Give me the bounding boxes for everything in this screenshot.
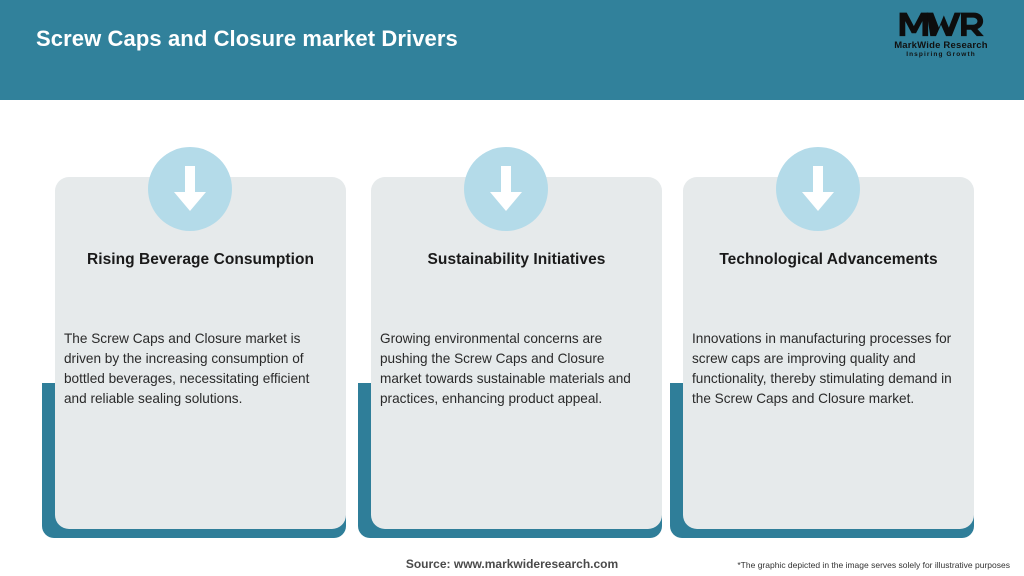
arrow-down-icon <box>802 166 834 211</box>
driver-card-body: Growing environmental concerns are pushi… <box>380 331 631 406</box>
driver-card-group: Technological Advancements Innovations i… <box>670 147 974 547</box>
brand-logo: MarkWide Research Inspiring Growth <box>880 9 1002 65</box>
driver-card-title: Sustainability Initiatives <box>427 251 606 268</box>
driver-card[interactable] <box>55 177 346 529</box>
driver-card-title: Technological Advancements <box>719 251 938 268</box>
page-title: Screw Caps and Closure market Drivers <box>36 26 458 51</box>
logo-tagline: Inspiring Growth <box>906 51 976 58</box>
driver-icon-circle <box>464 147 548 231</box>
header-bar: Screw Caps and Closure market Drivers Ma… <box>0 0 1024 100</box>
footer-disclaimer-text: *The graphic depicted in the image serve… <box>737 560 1010 570</box>
mwr-logo-icon <box>899 12 984 37</box>
driver-card[interactable] <box>683 177 974 529</box>
driver-card-body: The Screw Caps and Closure market is dri… <box>64 331 310 406</box>
driver-icon-circle <box>776 147 860 231</box>
driver-card[interactable] <box>371 177 662 529</box>
driver-card-title: Rising Beverage Consumption <box>87 251 314 268</box>
arrow-down-icon <box>174 166 206 211</box>
arrow-down-icon <box>490 166 522 211</box>
driver-card-group: Rising Beverage Consumption The Screw Ca… <box>42 147 346 547</box>
driver-card-body: Innovations in manufacturing processes f… <box>692 331 952 406</box>
logo-company-name: MarkWide Research <box>894 40 988 51</box>
driver-card-group: Sustainability Initiatives Growing envir… <box>358 147 662 547</box>
footer-source-text: Source: www.markwideresearch.com <box>405 557 619 571</box>
driver-icon-circle <box>148 147 232 231</box>
